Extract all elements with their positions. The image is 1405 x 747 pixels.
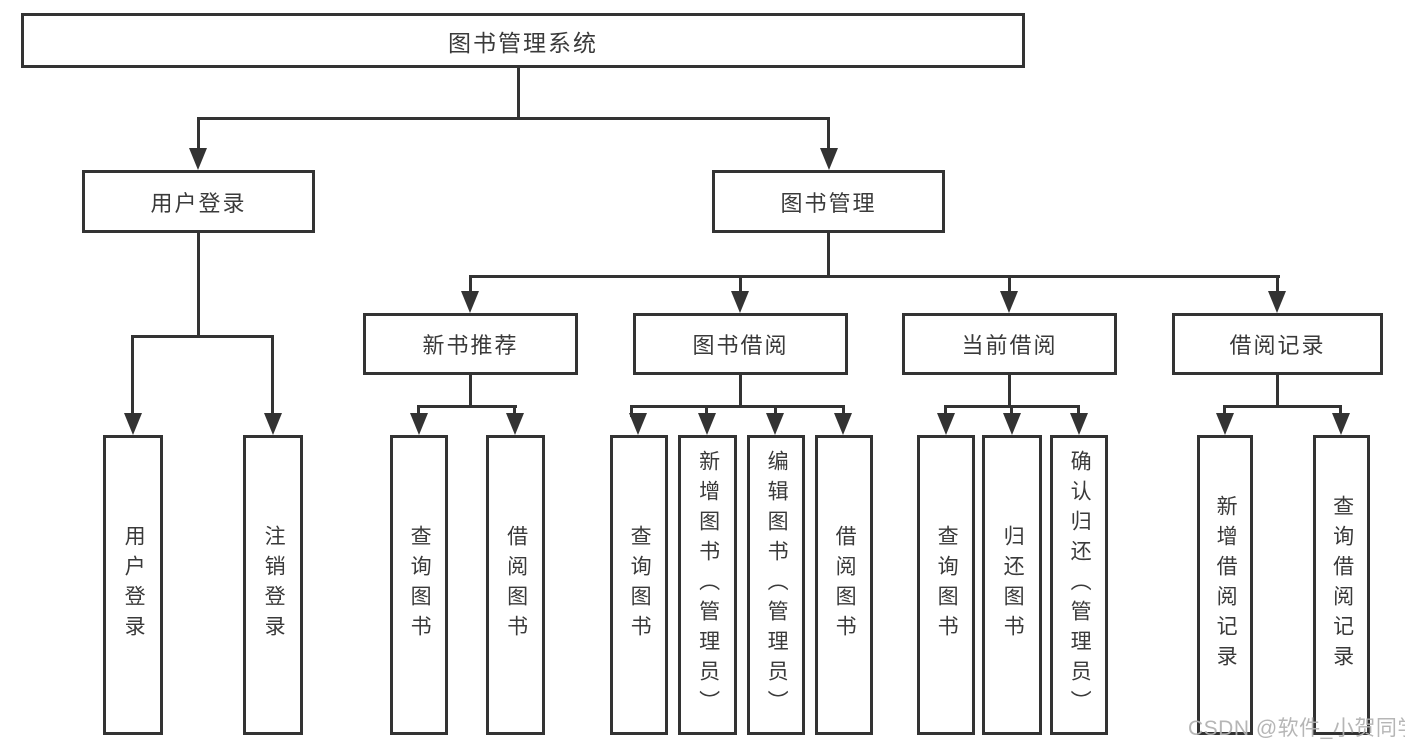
leaf-records-query-record: 查询借阅记录 — [1313, 435, 1370, 735]
leaf-current-return-books: 归还图书 — [982, 435, 1042, 735]
node-root-label: 图书管理系统 — [448, 29, 598, 56]
connector-root-hbar — [197, 117, 830, 120]
node-book-mgmt: 图书管理 — [712, 170, 945, 233]
leaf-label: 借阅图书 — [504, 525, 528, 645]
leaf-label: 查询图书 — [408, 525, 432, 645]
arrowhead-leaf — [1216, 413, 1234, 435]
leaf-user-login-label: 用户登录 — [122, 525, 146, 645]
connector-new-book-trunk — [469, 375, 472, 407]
node-new-book-label: 新书推荐 — [422, 333, 519, 358]
arrowhead-book-mgmt — [820, 148, 838, 170]
arrowhead-leaf — [937, 413, 955, 435]
connector-borrow-records-hbar — [1223, 405, 1342, 408]
node-new-book-recommend: 新书推荐 — [363, 313, 578, 375]
leaf-logout-label: 注销登录 — [262, 525, 286, 645]
leaf-label: 编辑图书（管理员） — [765, 450, 789, 720]
connector-to-new-book — [469, 275, 472, 295]
connector-to-leaf-logout — [271, 335, 274, 417]
connector-to-current-borrow — [1008, 275, 1011, 295]
leaf-new-book-query-books: 查询图书 — [390, 435, 448, 735]
watermark: CSDN @软件_小贺同学 — [1188, 717, 1405, 740]
node-current-borrow-label: 当前借阅 — [961, 333, 1058, 358]
connector-to-borrow-records — [1276, 275, 1279, 295]
connector-stub — [842, 405, 845, 417]
leaf-user-login: 用户登录 — [103, 435, 163, 735]
leaf-label: 查询借阅记录 — [1330, 495, 1354, 675]
connector-book-borrow-trunk — [739, 375, 742, 407]
connector-stub — [1339, 405, 1342, 417]
leaf-label: 确认归还（管理员） — [1068, 450, 1092, 720]
connector-stub — [417, 405, 420, 417]
leaf-label: 新增借阅记录 — [1214, 495, 1238, 675]
leaf-borrow-edit-books-admin: 编辑图书（管理员） — [747, 435, 805, 735]
leaf-current-confirm-return-admin: 确认归还（管理员） — [1050, 435, 1108, 735]
node-borrow-records: 借阅记录 — [1172, 313, 1383, 375]
connector-book-mgmt-trunk — [827, 233, 830, 278]
connector-stub — [1077, 405, 1080, 417]
node-root: 图书管理系统 — [21, 13, 1025, 68]
connector-user-login-trunk — [197, 233, 200, 338]
connector-to-book-mgmt — [827, 117, 830, 155]
connector-book-mgmt-hbar — [469, 275, 1280, 278]
arrowhead-leaf — [766, 413, 784, 435]
node-book-borrow-label: 图书借阅 — [692, 333, 789, 358]
node-user-login: 用户登录 — [82, 170, 315, 233]
node-current-borrow: 当前借阅 — [902, 313, 1117, 375]
connector-stub — [1223, 405, 1226, 417]
arrowhead-borrow-records — [1268, 291, 1286, 313]
arrowhead-leaf — [1332, 413, 1350, 435]
connector-to-book-borrow — [739, 275, 742, 295]
connector-user-login-hbar — [131, 335, 274, 338]
arrowhead-leaf — [1070, 413, 1088, 435]
arrowhead-leaf — [506, 413, 524, 435]
connector-stub — [513, 405, 516, 417]
leaf-current-query-books: 查询图书 — [917, 435, 975, 735]
arrowhead-user-login — [189, 148, 207, 170]
connector-root-trunk — [517, 68, 520, 120]
leaf-new-book-borrow-books: 借阅图书 — [486, 435, 545, 735]
connector-book-borrow-hbar — [630, 405, 845, 408]
connector-borrow-records-trunk — [1276, 375, 1279, 407]
leaf-label: 新增图书（管理员） — [696, 450, 720, 720]
arrowhead-leaf — [410, 413, 428, 435]
connector-to-leaf-login — [131, 335, 134, 417]
connector-new-book-hbar — [417, 405, 517, 408]
arrowhead-current-borrow — [1000, 291, 1018, 313]
leaf-borrow-add-books-admin: 新增图书（管理员） — [678, 435, 737, 735]
connector-stub — [944, 405, 947, 417]
leaf-label: 查询图书 — [628, 525, 652, 645]
arrowhead-new-book — [461, 291, 479, 313]
arrowhead-leaf — [1003, 413, 1021, 435]
arrowhead-leaf — [629, 413, 647, 435]
leaf-borrow-borrow-books: 借阅图书 — [815, 435, 873, 735]
arrowhead-leaf — [698, 413, 716, 435]
leaf-label: 借阅图书 — [833, 525, 857, 645]
node-book-mgmt-label: 图书管理 — [780, 190, 877, 216]
node-user-login-label: 用户登录 — [150, 190, 247, 216]
connector-stub — [630, 405, 633, 417]
connector-to-user-login — [197, 117, 200, 155]
arrowhead-book-borrow — [731, 291, 749, 313]
node-borrow-records-label: 借阅记录 — [1229, 333, 1326, 358]
leaf-label: 查询图书 — [935, 525, 959, 645]
connector-stub — [1010, 405, 1013, 417]
leaf-logout: 注销登录 — [243, 435, 303, 735]
connector-stub — [774, 405, 777, 417]
connector-stub — [705, 405, 708, 417]
arrowhead-leaf-login — [124, 413, 142, 435]
connector-current-borrow-trunk — [1008, 375, 1011, 407]
arrowhead-leaf — [834, 413, 852, 435]
leaf-records-add-record: 新增借阅记录 — [1197, 435, 1253, 735]
arrowhead-leaf-logout — [264, 413, 282, 435]
node-book-borrow: 图书借阅 — [633, 313, 848, 375]
leaf-borrow-query-books: 查询图书 — [610, 435, 668, 735]
leaf-label: 归还图书 — [1001, 525, 1025, 645]
